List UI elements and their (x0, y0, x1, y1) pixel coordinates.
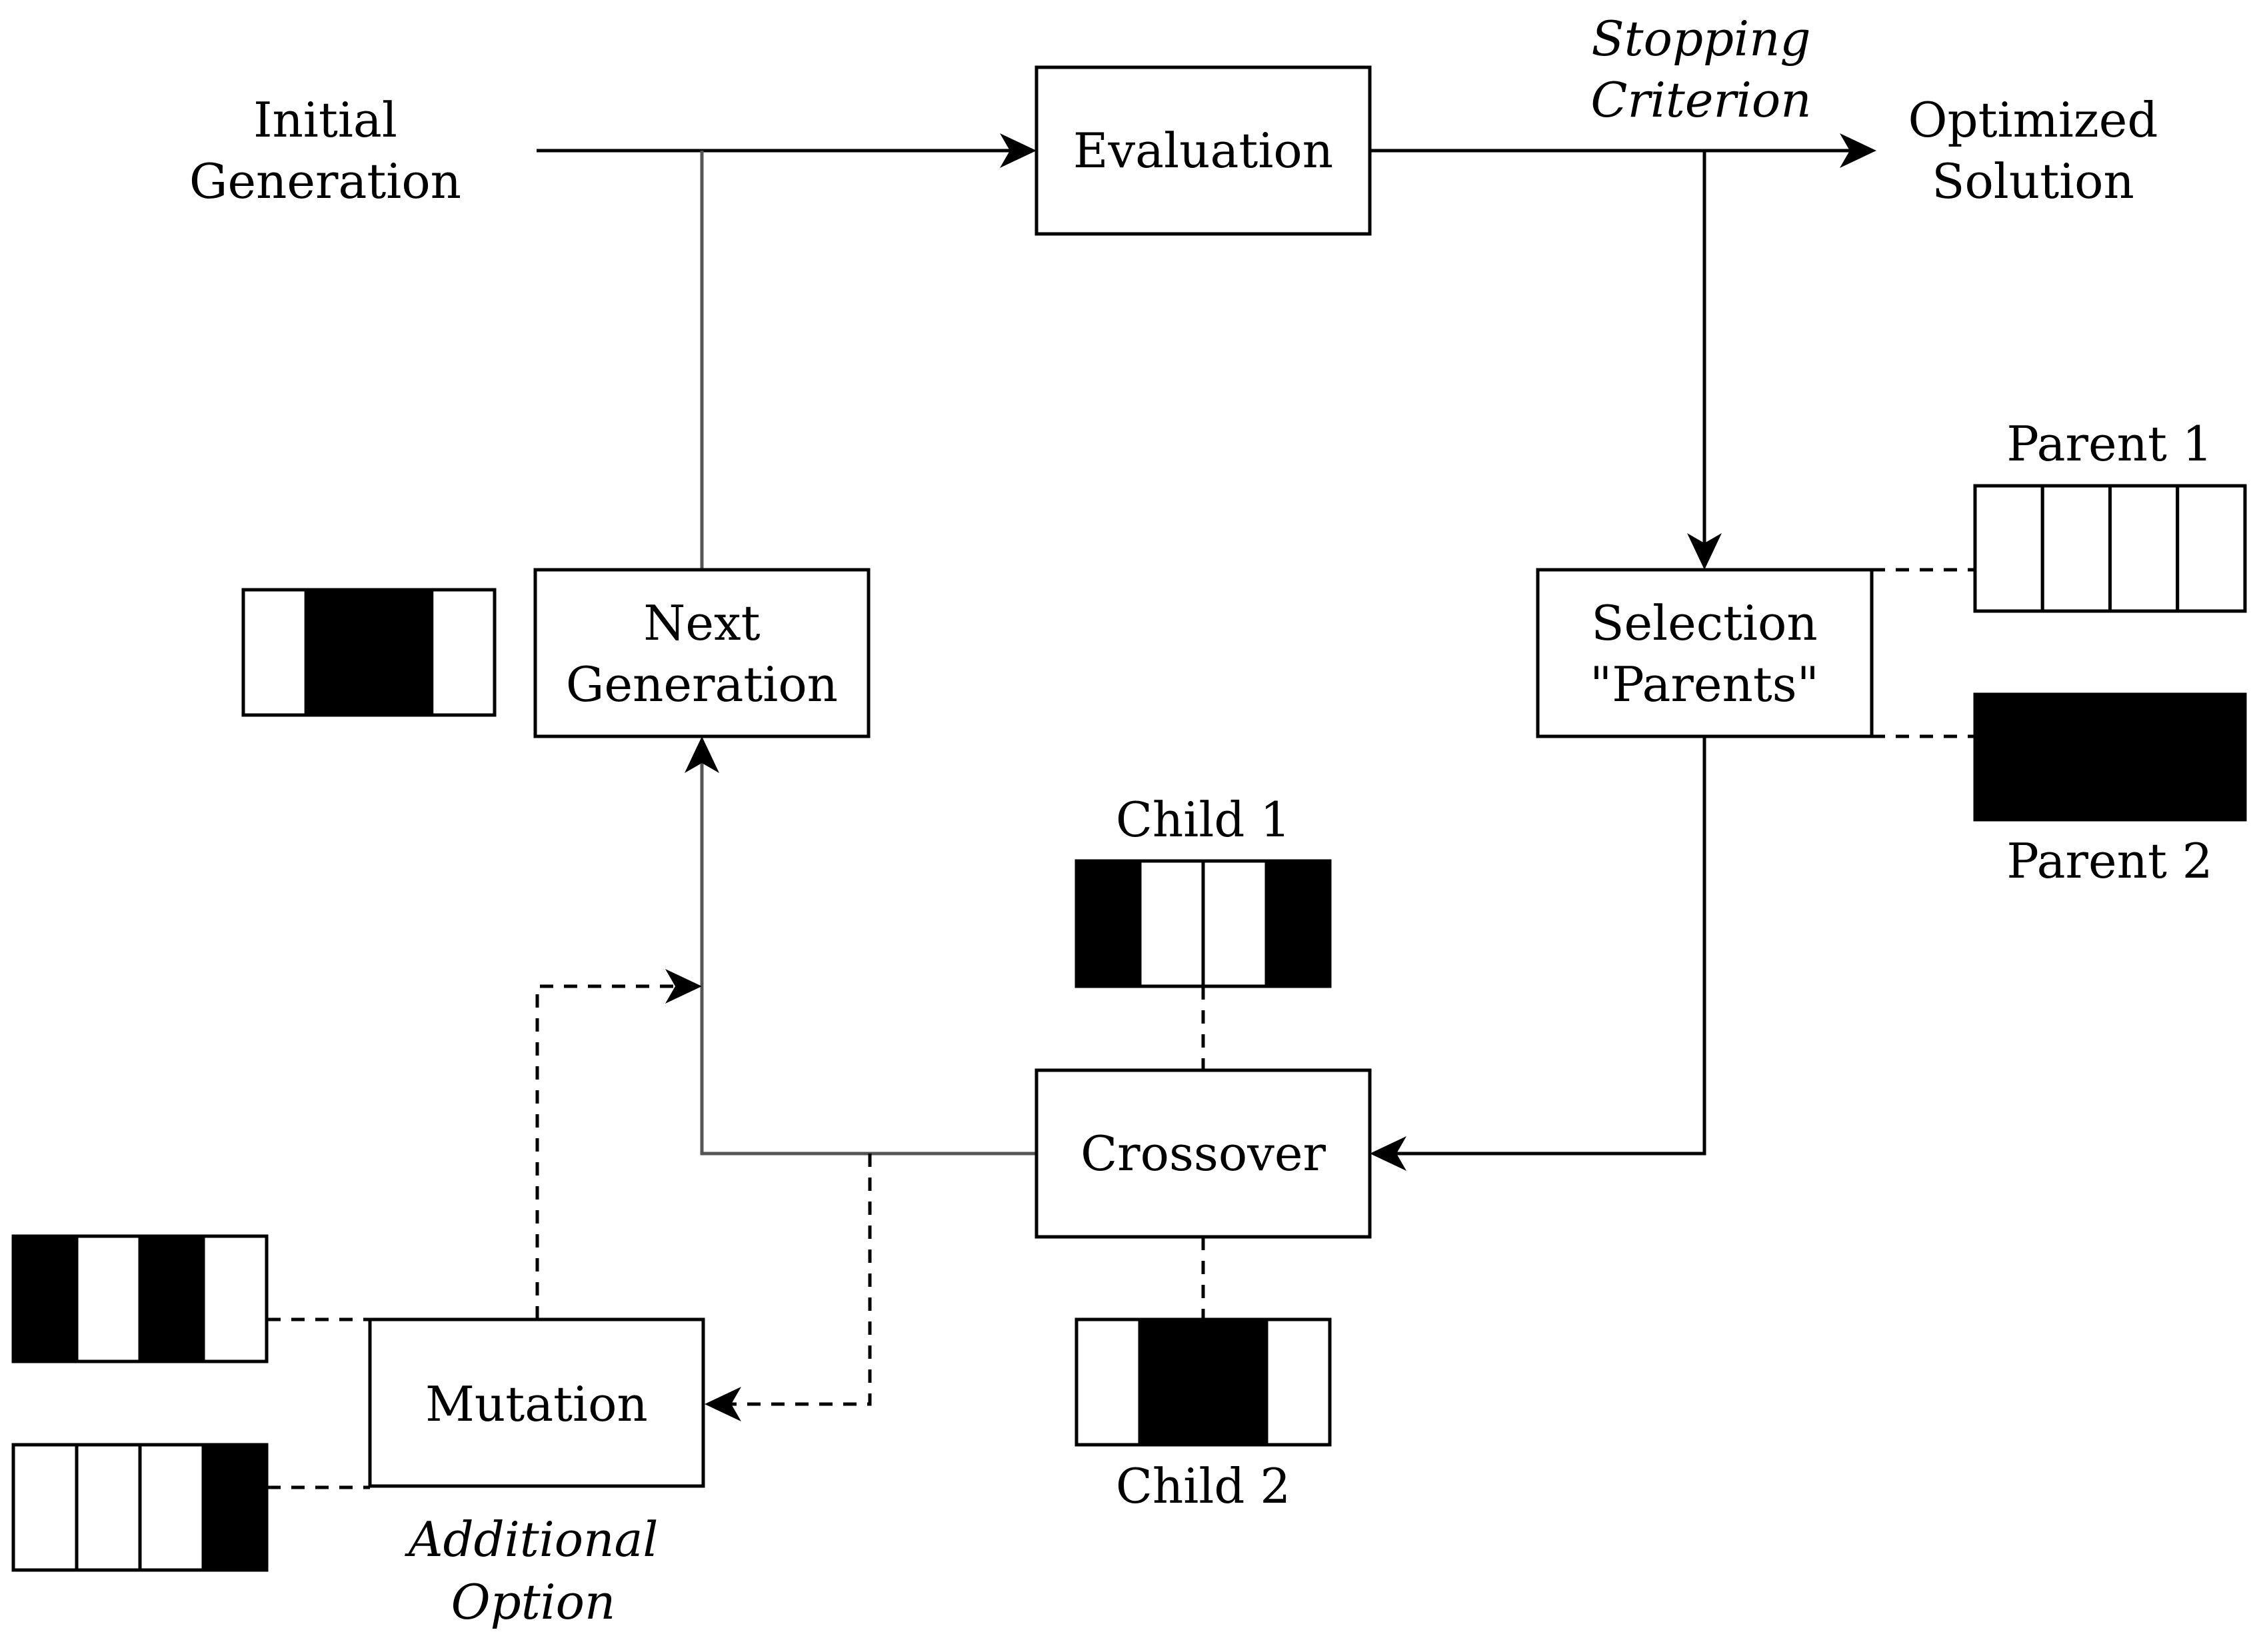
gene-cell (1075, 1317, 1142, 1447)
chromosome-outline (1973, 692, 2247, 822)
chromosome-child-2 (1075, 1317, 1332, 1447)
evaluation-to-selection-arrowhead (1687, 533, 1722, 570)
mutation-label: Mutation (425, 1376, 648, 1432)
chromosome-outline (1075, 1317, 1332, 1447)
gene-cell (1201, 1317, 1268, 1447)
chromosome-outline (1973, 484, 2247, 613)
chromosome-outline (241, 588, 497, 717)
optimized-solution-label-line-2: Solution (1932, 153, 2134, 209)
initial-generation-label-line-2: Generation (189, 153, 461, 209)
selection-to-crossover-arrowhead (1370, 1136, 1406, 1171)
gene-cell (1201, 859, 1268, 988)
child-2-label: Child 2 (1116, 1458, 1290, 1514)
crossover-to-mutation-arrowhead (705, 1387, 741, 1421)
gene-cell (1264, 1317, 1332, 1447)
chromosome-next-generation (241, 588, 497, 717)
crossover-to-next-generation-arrowhead (685, 736, 719, 773)
optimized-solution-label-line-1: Optimized (1908, 92, 2158, 148)
gene-cell (241, 588, 308, 717)
gene-cell (201, 1443, 269, 1572)
gene-cell (11, 1234, 79, 1363)
selection-label-line-1: Selection (1591, 595, 1818, 651)
chromosome-parent-1 (1973, 484, 2247, 613)
child-1-label: Child 1 (1116, 792, 1290, 848)
evaluation-label: Evaluation (1073, 123, 1333, 179)
chromosome-mutation-a (11, 1234, 269, 1363)
crossover-to-next-generation-line (700, 760, 1037, 1156)
stopping-criterion-label-line-1: Stopping (1591, 11, 1810, 67)
gene-cell (1973, 692, 2044, 822)
gene-cell (1973, 484, 2044, 613)
crossover-to-mutation-dashed-line (727, 1154, 872, 1406)
additional-option-label-line-1: Additional (405, 1511, 659, 1567)
gene-cell (75, 1234, 142, 1363)
gene-cell (138, 1234, 205, 1363)
evaluation-to-solution-arrowhead (1840, 133, 1876, 168)
gene-cell (2108, 692, 2180, 822)
chromosome-outline (1075, 859, 1332, 988)
gene-cell (201, 1234, 269, 1363)
gene-cell (2040, 484, 2112, 613)
gene-cell (2108, 484, 2180, 613)
stopping-criterion-label-line-2: Criterion (1590, 72, 1811, 128)
gene-cell (75, 1443, 142, 1572)
gene-cell (11, 1443, 79, 1572)
initial-generation-label-line-1: Initial (253, 92, 397, 148)
gene-cell (1138, 1317, 1205, 1447)
gene-cell (1264, 859, 1332, 988)
parent-2-label: Parent 2 (2006, 833, 2212, 889)
mutation-node: Mutation (368, 1317, 705, 1488)
mutation-to-next-generation-arrowhead (665, 969, 702, 1004)
chromosome-mutation-b (11, 1443, 269, 1572)
gene-cell (138, 1443, 205, 1572)
additional-option-label-line-2: Option (451, 1574, 616, 1630)
selection-label-line-2: "Parents" (1590, 656, 1819, 712)
next-generation-label-line-1: Next (643, 595, 760, 651)
gene-cell (1138, 859, 1205, 988)
gene-cell (2040, 692, 2112, 822)
crossover-label: Crossover (1081, 1126, 1326, 1182)
gene-cell (1075, 859, 1142, 988)
chromosome-parent-2 (1973, 692, 2247, 822)
gene-cell (367, 588, 434, 717)
gene-cell (304, 588, 371, 717)
selection-to-crossover-line (1393, 736, 1706, 1156)
initial-to-evaluation-arrowhead (1000, 133, 1037, 168)
next-generation-label-line-2: Generation (566, 656, 838, 712)
chromosome-outline (11, 1443, 269, 1572)
crossover-node: Crossover (1035, 1068, 1372, 1239)
next-generation-node: Next Generation (533, 568, 871, 738)
gene-cell (2176, 692, 2247, 822)
chromosome-child-1 (1075, 859, 1332, 988)
evaluation-node: Evaluation (1035, 65, 1372, 236)
selection-node: Selection "Parents" (1536, 568, 1874, 738)
chromosome-outline (11, 1234, 269, 1363)
mutation-to-next-generation-dashed-line (535, 984, 680, 1319)
parent-1-label: Parent 1 (2006, 416, 2212, 472)
gene-cell (2176, 484, 2247, 613)
gene-cell (430, 588, 497, 717)
